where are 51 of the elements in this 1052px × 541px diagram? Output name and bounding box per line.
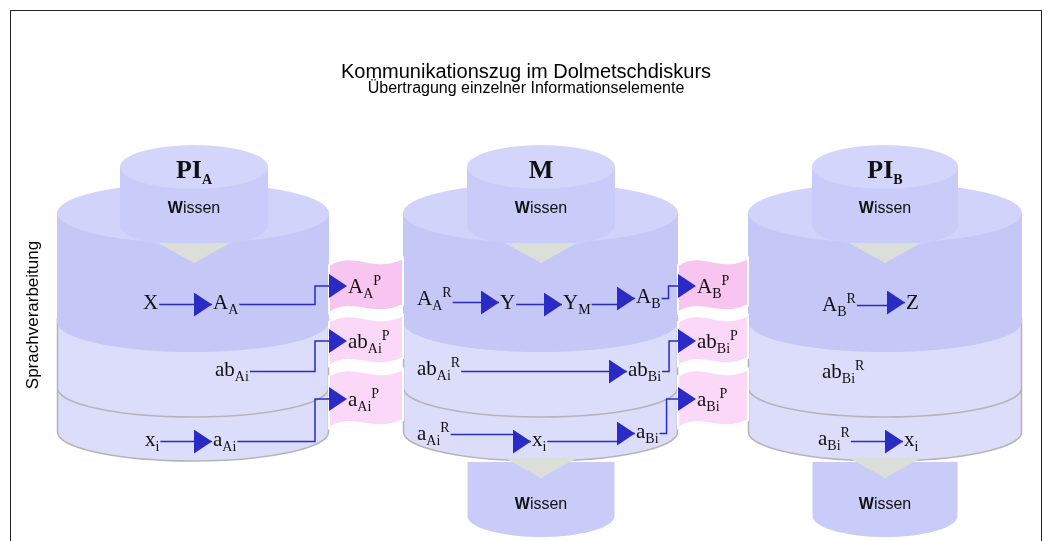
symbol-label: ab$_{Ai}$ — [215, 359, 249, 385]
chevron-arrow — [849, 458, 921, 478]
arrow — [460, 359, 628, 384]
axis-label: Sprachverarbeitung — [23, 239, 43, 392]
wavy-band — [329, 312, 403, 370]
arrow — [236, 387, 347, 443]
cylinder — [812, 462, 958, 538]
chevron-arrow — [505, 458, 577, 478]
cylinder — [467, 462, 615, 538]
wavy-band — [678, 312, 748, 370]
arrow — [590, 286, 636, 311]
chevron-arrow — [158, 243, 230, 263]
chevron-arrow — [849, 243, 921, 263]
symbol-label: x$_{i}$ — [145, 429, 160, 455]
wavy-band — [329, 366, 403, 432]
cylinder-label: Wissen — [166, 200, 222, 216]
cylinder-label: Wissen — [857, 200, 913, 216]
arrow — [856, 290, 906, 315]
arrow — [159, 429, 213, 454]
symbol-label: x$_{i}$ — [904, 429, 919, 455]
symbol-label: Y$_{M}$ — [563, 292, 591, 318]
cylinder-label: Wissen — [857, 496, 913, 512]
cylinder-title: PI$_{A}$ — [174, 157, 214, 188]
cylinder-title: PI$_{B}$ — [866, 157, 904, 188]
arrow — [850, 429, 904, 454]
symbol-label: a$_{Bi}$ — [636, 421, 659, 447]
arrow — [658, 387, 696, 435]
wavy-band — [678, 366, 748, 432]
arrow — [451, 290, 500, 315]
arrow — [515, 292, 563, 317]
arrow — [158, 292, 213, 317]
cylinder-title: M — [527, 157, 555, 183]
symbol-label: A$_{A}$ — [213, 292, 239, 318]
wavy-band — [678, 255, 748, 317]
symbol-label: Y — [500, 292, 516, 313]
wavy-band — [329, 255, 403, 317]
arrow — [660, 274, 696, 300]
cylinder-label: Wissen — [513, 496, 569, 512]
arrow — [546, 421, 636, 446]
arrow — [249, 329, 347, 373]
symbol-label: X — [143, 292, 159, 313]
symbol-label: a$_{Ai}$ — [213, 429, 237, 455]
symbol-label: x$_{i}$ — [532, 429, 547, 455]
arrow — [449, 429, 532, 454]
arrow — [661, 329, 696, 373]
cylinder-label: Wissen — [513, 200, 569, 216]
symbol-label: A$_{B}$ — [636, 286, 661, 312]
symbol-label: ab$_{Bi}$ — [628, 359, 662, 385]
chevron-arrow — [505, 243, 577, 263]
arrow — [238, 274, 347, 306]
symbol-label: Z — [906, 292, 919, 313]
